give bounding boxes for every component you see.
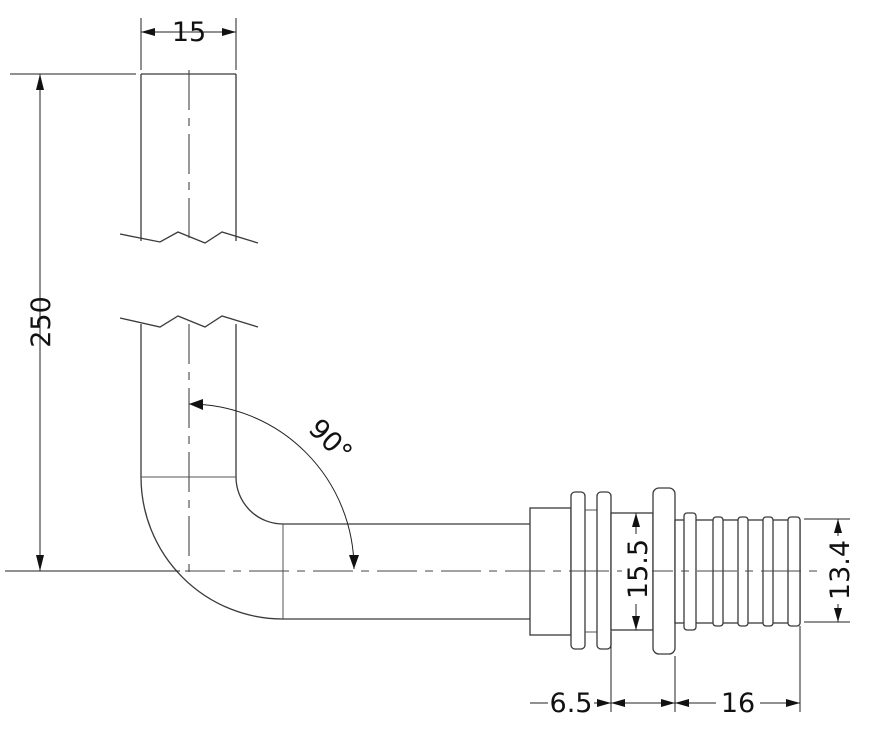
dimension-outer-diameter: 15.5 [622, 513, 654, 630]
fitting-length-label: 16 [721, 688, 755, 719]
collar-offset-label: 6.5 [550, 688, 593, 719]
break-line-upper [119, 231, 259, 244]
inner-diameter-label: 13.4 [825, 540, 856, 600]
elbow-bend [140, 476, 284, 620]
dimension-fitting-lengths: 6.5 16 [530, 626, 801, 719]
outer-diameter-label: 15.5 [623, 539, 654, 599]
vertical-pipe-lower [119, 315, 259, 477]
dimension-pipe-length: 250 [5, 73, 180, 572]
dimension-inner-diameter: 13.4 [804, 518, 856, 623]
center-lines [185, 70, 830, 575]
break-line-lower [119, 315, 259, 328]
dimension-pipe-diameter: 15 [140, 17, 237, 70]
horizontal-pipe [283, 523, 530, 620]
dimension-bend-angle: 90° [188, 399, 359, 570]
pipe-length-label: 250 [26, 296, 57, 348]
press-fitting [529, 487, 801, 655]
pipe-diameter-label: 15 [172, 17, 206, 48]
bend-angle-label: 90° [302, 413, 358, 469]
